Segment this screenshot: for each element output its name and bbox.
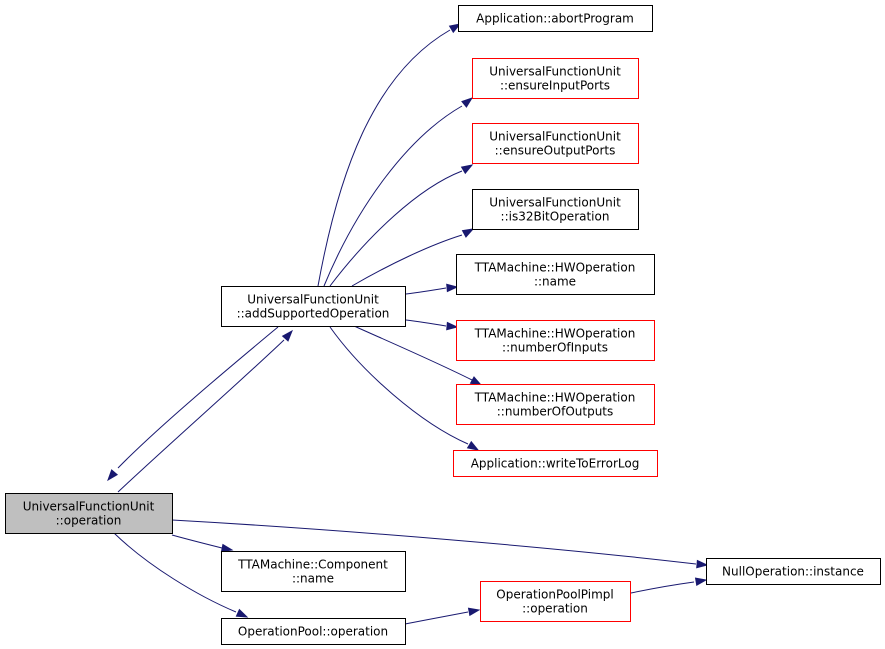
edge-operation-to-poolOperation xyxy=(113,532,249,618)
node-operation[interactable]: UniversalFunctionUnit::operation xyxy=(5,493,173,534)
node-label-line: ::ensureOutputPorts xyxy=(495,144,616,158)
node-label-line: ::ensureInputPorts xyxy=(500,79,610,93)
node-label-line: ::operation xyxy=(56,514,122,528)
edge-line xyxy=(117,326,279,469)
node-box xyxy=(5,493,173,534)
node-label-line: TTAMachine::Component xyxy=(237,558,388,572)
node-writeErrorLog[interactable]: Application::writeToErrorLog xyxy=(453,450,658,477)
edge-arrowhead xyxy=(696,559,709,569)
node-numInputs[interactable]: TTAMachine::HWOperation::numberOfInputs xyxy=(456,320,655,361)
node-box xyxy=(221,286,406,327)
node-box xyxy=(221,551,406,592)
node-label-line: ::name xyxy=(292,572,334,586)
edge-arrowhead xyxy=(467,607,481,617)
node-label-line: ::addSupportedOperation xyxy=(237,307,390,321)
node-box xyxy=(458,5,653,32)
edge-line xyxy=(117,339,285,493)
edge-addSupported-to-numInputs xyxy=(405,319,459,331)
edge-line xyxy=(329,326,469,445)
edge-line xyxy=(351,234,463,287)
edge-arrowhead xyxy=(466,440,480,451)
edge-arrowhead xyxy=(107,469,119,482)
node-label-line: UniversalFunctionUnit xyxy=(247,293,379,307)
edge-arrowhead xyxy=(461,228,475,238)
node-label-line: ::operation xyxy=(522,602,588,616)
node-label-line: ::name xyxy=(534,275,576,289)
node-box xyxy=(453,450,658,477)
edge-line xyxy=(113,532,237,613)
edges-layer xyxy=(107,23,709,625)
node-nullInstance[interactable]: NullOperation::instance xyxy=(706,558,881,585)
edge-addSupported-to-ensureInput xyxy=(323,97,474,287)
node-label-line: TTAMachine::HWOperation xyxy=(474,261,636,275)
edge-pimplOperation-to-nullInstance xyxy=(630,577,708,594)
edge-arrowhead xyxy=(446,283,459,293)
edge-arrowhead xyxy=(220,543,234,553)
node-box xyxy=(221,618,406,645)
edge-arrowhead xyxy=(448,23,462,34)
node-box xyxy=(480,581,631,622)
node-label-line: UniversalFunctionUnit xyxy=(489,130,621,144)
edge-arrowhead xyxy=(694,577,708,586)
edge-line xyxy=(353,325,473,381)
node-label-line: TTAMachine::HWOperation xyxy=(474,391,636,405)
edge-arrowhead xyxy=(235,608,249,618)
node-abortProgram[interactable]: Application::abortProgram xyxy=(458,5,653,32)
node-label-line: TTAMachine::HWOperation xyxy=(474,327,636,341)
node-label-line: ::is32BitOperation xyxy=(501,210,610,224)
node-numOutputs[interactable]: TTAMachine::HWOperation::numberOfOutputs xyxy=(456,384,655,425)
edge-line xyxy=(630,581,695,594)
edge-line xyxy=(171,519,697,565)
edge-line xyxy=(329,170,463,287)
node-label-line: NullOperation::instance xyxy=(722,565,864,579)
edge-addSupported-to-abortProgram xyxy=(317,23,462,287)
node-label-line: Application::abortProgram xyxy=(476,12,634,26)
edge-addSupported-to-is32Bit xyxy=(351,228,475,287)
edge-addSupported-to-hwName xyxy=(405,283,459,295)
node-is32Bit[interactable]: UniversalFunctionUnit::is32BitOperation xyxy=(472,189,639,230)
edge-arrowhead xyxy=(461,97,474,108)
edge-operation-to-nullInstance xyxy=(171,519,709,569)
node-label-line: OperationPoolPimpl xyxy=(496,588,614,602)
edge-line xyxy=(405,287,447,295)
node-box xyxy=(706,558,881,585)
node-label-line: UniversalFunctionUnit xyxy=(23,500,155,514)
node-box xyxy=(472,189,639,230)
node-label-line: OperationPool::operation xyxy=(238,625,388,639)
node-box xyxy=(472,58,639,99)
edge-arrowhead xyxy=(446,321,459,331)
node-addSupported[interactable]: UniversalFunctionUnit::addSupportedOpera… xyxy=(221,286,406,327)
edge-poolOperation-to-pimplOperation xyxy=(404,607,481,625)
edge-line xyxy=(323,105,463,287)
edge-line xyxy=(405,319,447,327)
node-label-line: UniversalFunctionUnit xyxy=(489,196,621,210)
edge-arrowhead xyxy=(460,164,474,175)
edge-operation-to-componentName xyxy=(171,534,234,553)
node-box xyxy=(456,384,655,425)
node-ensureInput[interactable]: UniversalFunctionUnit::ensureInputPorts xyxy=(472,58,639,99)
node-hwName[interactable]: TTAMachine::HWOperation::name xyxy=(456,254,655,295)
node-box xyxy=(472,123,639,164)
edge-arrowhead xyxy=(281,329,293,342)
edge-line xyxy=(171,534,223,549)
edge-addSupported-to-operation xyxy=(107,326,279,482)
edge-line xyxy=(317,29,451,287)
edge-line xyxy=(404,611,469,625)
edge-addSupported-to-writeErrorLog xyxy=(329,326,480,451)
nodes-layer: UniversalFunctionUnit::operationUniversa… xyxy=(5,5,881,645)
node-label-line: ::numberOfInputs xyxy=(502,341,608,355)
node-pimplOperation[interactable]: OperationPoolPimpl::operation xyxy=(480,581,631,622)
node-box xyxy=(456,320,655,361)
node-poolOperation[interactable]: OperationPool::operation xyxy=(221,618,406,645)
node-ensureOutput[interactable]: UniversalFunctionUnit::ensureOutputPorts xyxy=(472,123,639,164)
edge-addSupported-to-ensureOutput xyxy=(329,164,474,287)
node-label-line: Application::writeToErrorLog xyxy=(471,457,640,471)
node-label-line: ::numberOfOutputs xyxy=(497,405,614,419)
edge-arrowhead xyxy=(469,376,483,386)
node-componentName[interactable]: TTAMachine::Component::name xyxy=(221,551,406,592)
node-box xyxy=(456,254,655,295)
edge-operation-to-addSupported xyxy=(117,329,293,493)
node-label-line: UniversalFunctionUnit xyxy=(489,65,621,79)
